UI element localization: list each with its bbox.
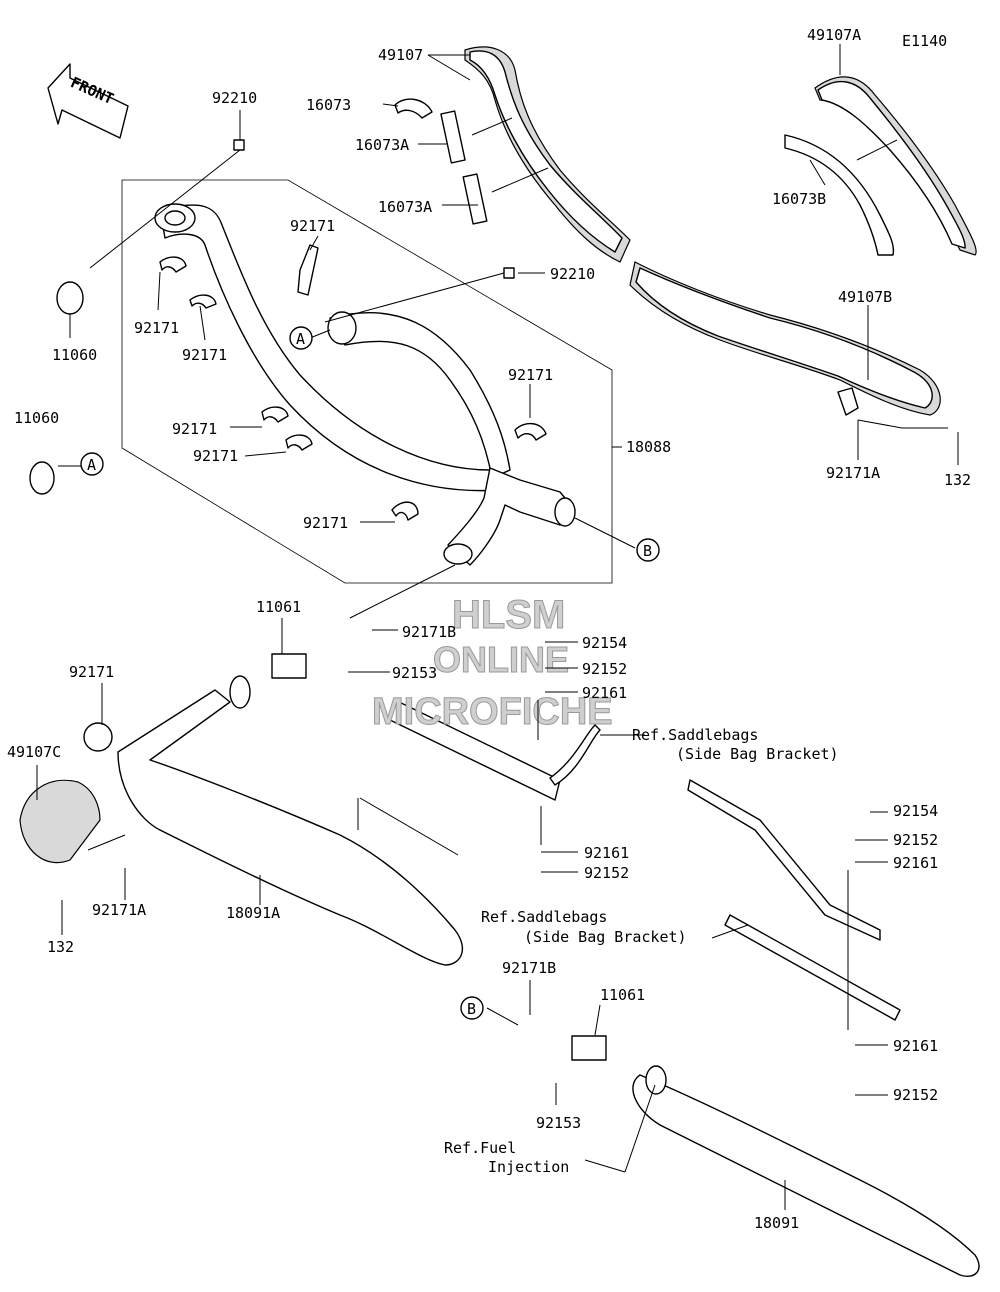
part-label: 92171 xyxy=(508,366,553,384)
watermark-line-2: ONLINE xyxy=(433,639,569,680)
callout-a-lower-label: A xyxy=(87,456,96,474)
part-label: 92171 xyxy=(193,447,238,465)
heat-shield-pad-16073 xyxy=(394,98,433,119)
callout-b-lower: B xyxy=(460,996,484,1020)
part-label: 49107B xyxy=(838,288,892,306)
part-label: 92171A xyxy=(92,901,146,919)
part-label: 92171 xyxy=(303,514,348,532)
leader-lines xyxy=(36,44,959,1210)
heat-shield-49107c xyxy=(19,779,101,864)
part-label: 49107A xyxy=(807,26,861,44)
heat-shield-pad-16073a xyxy=(440,110,488,225)
part-label: 92153 xyxy=(536,1114,581,1132)
clamp-92171-group xyxy=(83,244,547,752)
gasket-11060 xyxy=(29,281,84,495)
part-label: 16073 xyxy=(306,96,351,114)
callout-a-upper: A xyxy=(289,326,313,350)
part-label: 92152 xyxy=(893,831,938,849)
part-label: 92153 xyxy=(392,664,437,682)
part-label: 92171 xyxy=(172,420,217,438)
callout-b-upper: B xyxy=(636,538,660,562)
part-label: 92171B xyxy=(402,623,456,641)
part-label: 92152 xyxy=(582,660,627,678)
part-label: 18088 xyxy=(626,438,671,456)
part-label: 92161 xyxy=(584,844,629,862)
side-bag-bracket-left xyxy=(389,699,601,801)
part-label: 92210 xyxy=(212,89,257,107)
part-label: 18091A xyxy=(226,904,280,922)
part-label: 16073A xyxy=(378,198,432,216)
part-label: 92171A xyxy=(826,464,880,482)
muffler-18091 xyxy=(632,1065,980,1277)
ref-label: (Side Bag Bracket) xyxy=(524,928,687,946)
nut-92210 xyxy=(233,139,515,279)
part-label: 92171 xyxy=(290,217,335,235)
part-label: 92171 xyxy=(69,663,114,681)
callout-a-upper-label: A xyxy=(296,330,305,348)
ref-label: (Side Bag Bracket) xyxy=(676,745,839,763)
part-label: 132 xyxy=(944,471,971,489)
part-label: 49107 xyxy=(378,46,423,64)
callout-b-upper-label: B xyxy=(643,542,652,560)
part-label: 11061 xyxy=(600,986,645,1004)
part-label: 11060 xyxy=(52,346,97,364)
part-label: 92161 xyxy=(893,854,938,872)
ref-label: Ref.Fuel xyxy=(444,1139,516,1157)
ref-label: Ref.Saddlebags xyxy=(481,908,607,926)
part-label: 92210 xyxy=(550,265,595,283)
part-label: 132 xyxy=(47,938,74,956)
callout-b-lower-label: B xyxy=(467,1000,476,1018)
part-label: 92154 xyxy=(893,802,938,820)
watermark-line-1: HLSM xyxy=(452,593,565,637)
exhaust-pipe xyxy=(154,203,576,566)
part-label: 49107C xyxy=(7,743,61,761)
part-label: 92154 xyxy=(582,634,627,652)
ref-label: Ref.Saddlebags xyxy=(632,726,758,744)
part-labels: 49107 49107A 16073 16073A 16073A 16073B … xyxy=(7,26,971,1232)
part-label: 11060 xyxy=(14,409,59,427)
part-label: 92161 xyxy=(582,684,627,702)
part-label: 92171 xyxy=(134,319,179,337)
part-label: 16073B xyxy=(772,190,826,208)
part-label: 11061 xyxy=(256,598,301,616)
part-label: 92152 xyxy=(584,864,629,882)
part-label: 92171 xyxy=(182,346,227,364)
ref-label: Injection xyxy=(488,1158,569,1176)
part-label: 92161 xyxy=(893,1037,938,1055)
part-label: 18091 xyxy=(754,1214,799,1232)
muffler-18091a xyxy=(117,675,464,966)
heat-shield-49107b xyxy=(629,261,941,416)
heat-shield-49107 xyxy=(464,46,631,263)
heat-shield-pad-16073b xyxy=(784,134,895,256)
front-arrow-icon: FRONT xyxy=(47,63,129,139)
watermark-line-3: MICROFICHE xyxy=(372,691,613,733)
diagram-code: E1140 xyxy=(902,32,947,50)
side-bag-bracket-right xyxy=(687,779,901,1021)
part-label: 92171B xyxy=(502,959,556,977)
heat-shield-49107a xyxy=(814,76,977,256)
part-label: 16073A xyxy=(355,136,409,154)
sleeve-11061 xyxy=(271,653,607,1061)
callout-a-lower: A xyxy=(80,452,104,476)
part-label: 92152 xyxy=(893,1086,938,1104)
watermark: HLSM ONLINE MICROFICHE xyxy=(372,593,614,734)
